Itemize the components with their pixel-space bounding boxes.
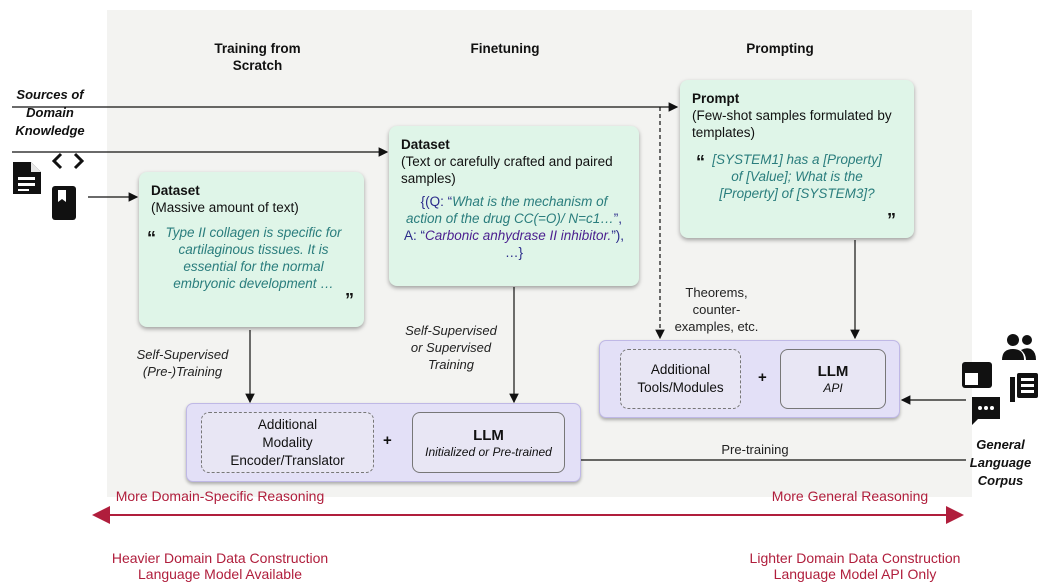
column-header-finetuning: Finetuning [470, 41, 540, 56]
finetune-dataset-subtitle: (Text or carefully crafted and paired sa… [401, 154, 613, 186]
code-icon [52, 152, 84, 170]
scratch-dataset-subtitle: (Massive amount of text) [151, 200, 299, 215]
qa-pair-open: {(Q: “ [420, 194, 453, 209]
book-icon [52, 186, 76, 220]
prompt-open-quote-mark: “ [696, 152, 705, 172]
llm-pretrained-box: LLM Initialized or Pre-trained [412, 412, 565, 473]
chat-icon [972, 397, 1000, 425]
general-reasoning-label: More General Reasoning [771, 488, 929, 504]
llm-title: LLM [473, 426, 504, 444]
qa-pair-example: {(Q: “What is the mechanism of action of… [401, 193, 627, 261]
scratch-dataset-card: Dataset (Massive amount of text) Type II… [139, 172, 364, 327]
modality-encoder-box: Additional Modality Encoder/Translator [201, 412, 374, 473]
column-header-training: Training from Scratch [214, 41, 301, 73]
heavier-data-construction-label: Heavier Domain Data Construction Languag… [111, 550, 329, 582]
close-quote-mark: ” [345, 290, 354, 310]
llm-api-box: LLM API [780, 349, 886, 409]
scratch-model-box: Additional Modality Encoder/Translator +… [186, 403, 581, 482]
sources-label: Sources of Domain Knowledge [15, 87, 85, 138]
prompt-close-quote-mark: ” [887, 210, 896, 230]
prompt-card: Prompt (Few-shot samples formulated by t… [680, 80, 914, 238]
llm-title: LLM [817, 363, 849, 380]
prompt-quote: [SYSTEM1] has a [Property] of [Value]; W… [712, 152, 882, 201]
open-quote-mark: “ [147, 228, 156, 248]
plus-sign: + [758, 369, 767, 386]
browser-icon [962, 362, 992, 388]
prompt-model-box: Additional Tools/Modules + LLM API [599, 340, 900, 418]
plus-sign: + [383, 432, 392, 449]
column-header-prompting: Prompting [746, 41, 814, 56]
scratch-dataset-title: Dataset [151, 183, 200, 198]
corpus-label: General Language Corpus [969, 437, 1032, 488]
additional-tools-box: Additional Tools/Modules [620, 349, 741, 409]
pretraining-label: Pre-training [721, 442, 789, 457]
scratch-dataset-quote: Type II collagen is specific for cartila… [165, 225, 342, 291]
prompt-title: Prompt [692, 91, 740, 106]
qa-pair-mid: ”, A: “ [403, 211, 623, 243]
qa-question: What is the mechanism of action of the d… [405, 194, 614, 226]
qa-pair-close: ”), …} [504, 228, 625, 260]
finetune-dataset-card: Dataset (Text or carefully crafted and p… [389, 126, 639, 286]
document-icon [13, 162, 41, 194]
domain-specific-reasoning-label: More Domain-Specific Reasoning [115, 488, 325, 504]
llm-subtitle: API [823, 381, 843, 395]
self-or-supervised-training-label: Self-Supervised or Supervised Training [405, 323, 497, 372]
theorems-label: Theorems, counter- examples, etc. [674, 285, 759, 334]
prompt-subtitle: (Few-shot samples formulated by template… [692, 108, 892, 140]
qa-answer: Carbonic anhydrase II inhibitor. [424, 228, 612, 243]
people-icon [1002, 334, 1036, 360]
newspaper-icon [1010, 373, 1038, 402]
finetune-dataset-title: Dataset [401, 137, 450, 152]
lighter-data-construction-label: Lighter Domain Data Construction Languag… [749, 550, 961, 582]
self-supervised-pretraining-label: Self-Supervised (Pre-)Training [136, 347, 229, 379]
llm-subtitle: Initialized or Pre-trained [425, 444, 552, 459]
